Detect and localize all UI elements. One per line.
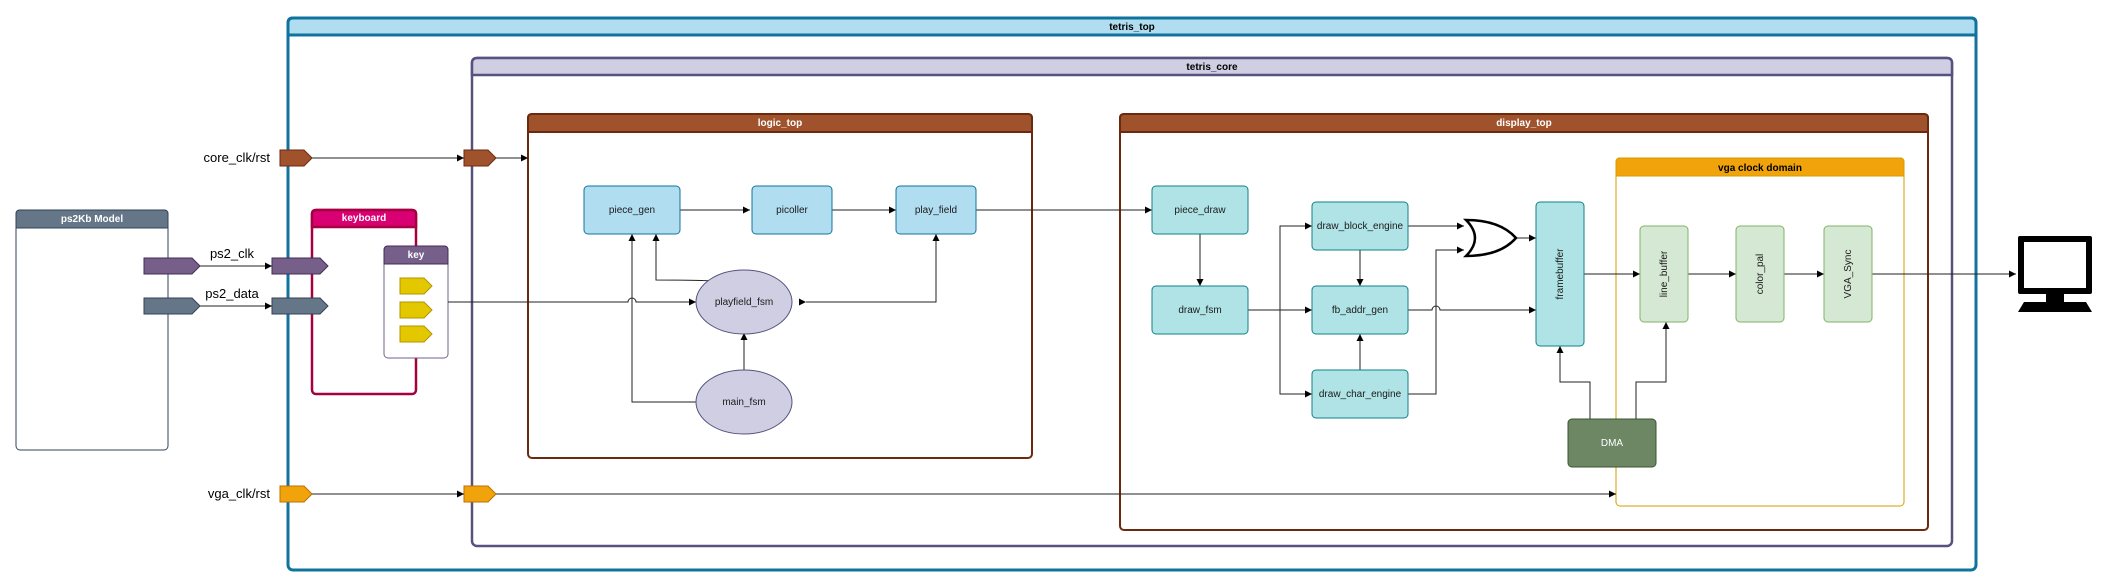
ps2-clk-label: ps2_clk bbox=[210, 246, 255, 261]
ps2kb-model-container: ps2Kb Model bbox=[15, 209, 169, 451]
vga-clk-port-left bbox=[279, 485, 313, 503]
piece-gen-block: piece_gen bbox=[583, 185, 681, 235]
color-pal-label: color_pal bbox=[1755, 254, 1766, 295]
vga-clk-port-right bbox=[463, 485, 497, 503]
draw-fsm-block: draw_fsm bbox=[1151, 285, 1249, 335]
framebuffer-block: framebuffer bbox=[1535, 201, 1585, 347]
picoller-block: picoller bbox=[751, 185, 833, 235]
dma-block: DMA bbox=[1567, 418, 1657, 468]
fb-addr-gen-block: fb_addr_gen bbox=[1311, 285, 1409, 335]
play-field-block: play_field bbox=[895, 185, 977, 235]
dma-label: DMA bbox=[1601, 438, 1624, 449]
core-clk-port-left bbox=[279, 149, 313, 167]
draw-char-engine-label: draw_char_engine bbox=[1319, 389, 1402, 400]
piece-draw-label: piece_draw bbox=[1174, 205, 1226, 216]
ps2-clk-port-keyboard bbox=[271, 257, 329, 275]
draw-block-engine-block: draw_block_engine bbox=[1311, 201, 1409, 251]
vga-sync-block: VGA_Sync bbox=[1823, 225, 1873, 323]
vga-clock-domain-title: vga clock domain bbox=[1718, 163, 1802, 174]
line-buffer-block: line_buffer bbox=[1639, 225, 1689, 323]
draw-block-engine-label: draw_block_engine bbox=[1317, 221, 1404, 232]
play-field-label: play_field bbox=[915, 205, 957, 216]
keyboard-title: keyboard bbox=[342, 213, 386, 224]
playfield-fsm-label: playfield_fsm bbox=[715, 297, 773, 308]
draw-char-engine-block: draw_char_engine bbox=[1311, 369, 1409, 419]
key-arrow-3 bbox=[399, 325, 433, 343]
main-fsm-label: main_fsm bbox=[722, 397, 765, 408]
tetris-top-title: tetris_top bbox=[1109, 22, 1155, 33]
ps2-data-label: ps2_data bbox=[205, 286, 259, 301]
color-pal-block: color_pal bbox=[1735, 225, 1785, 323]
ps2kb-model-title: ps2Kb Model bbox=[61, 214, 123, 225]
line-buffer-label: line_buffer bbox=[1659, 250, 1670, 297]
ps2-data-port-keyboard bbox=[271, 297, 329, 315]
core-clk-port-right bbox=[463, 149, 497, 167]
or-gate-icon bbox=[1462, 218, 1518, 258]
draw-fsm-label: draw_fsm bbox=[1178, 305, 1221, 316]
port-shapes bbox=[143, 149, 497, 503]
vga-sync-label: VGA_Sync bbox=[1843, 250, 1854, 299]
fb-addr-gen-label: fb_addr_gen bbox=[1332, 305, 1388, 316]
ps2-data-port-model bbox=[143, 297, 201, 315]
monitor-icon bbox=[2018, 236, 2092, 312]
main-fsm-node: main_fsm bbox=[695, 369, 793, 435]
key-arrow-2 bbox=[399, 301, 433, 319]
ps2-clk-port-model bbox=[143, 257, 201, 275]
key-title: key bbox=[408, 250, 425, 261]
key-arrow-1 bbox=[399, 277, 433, 295]
vga-clk-rst-label: vga_clk/rst bbox=[208, 486, 271, 501]
playfield-fsm-node: playfield_fsm bbox=[695, 269, 793, 335]
display-top-title: display_top bbox=[1496, 118, 1552, 129]
piece-draw-block: piece_draw bbox=[1151, 185, 1249, 235]
logic-top-title: logic_top bbox=[758, 118, 802, 129]
picoller-label: picoller bbox=[776, 205, 808, 216]
core-clk-rst-label: core_clk/rst bbox=[204, 150, 271, 165]
key-container: key bbox=[383, 245, 449, 359]
vga-clock-domain-container: vga clock domain bbox=[1615, 157, 1905, 507]
framebuffer-label: framebuffer bbox=[1555, 248, 1566, 300]
piece-gen-label: piece_gen bbox=[609, 205, 655, 216]
tetris-core-title: tetris_core bbox=[1186, 62, 1238, 73]
